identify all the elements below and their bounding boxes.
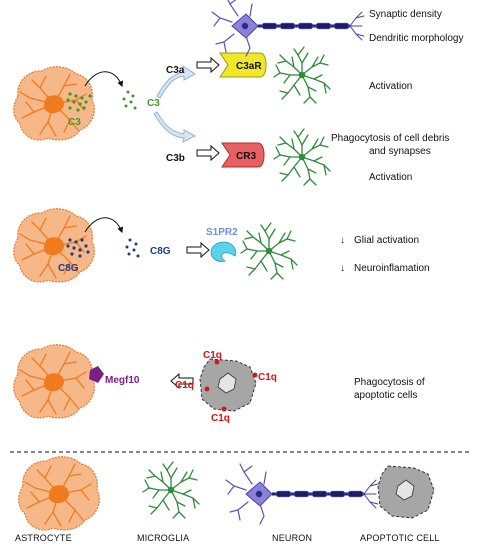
s1pr2-label: S1PR2	[206, 227, 238, 238]
astrocyte-megf10	[13, 344, 96, 419]
astro-c3-label: C3	[68, 117, 81, 128]
arrow-down-glial: ↓	[340, 235, 345, 246]
hollow-arrow-c3a	[196, 56, 220, 74]
megf10-label: Megf10	[105, 375, 140, 386]
effect-phagocytosis-l1: Phagocytosis of cell debris	[331, 133, 449, 144]
row1-c3-pathway: C3 C3 C3a C3b C3aR CR3 Synaptic density …	[13, 0, 464, 186]
microglia-top	[273, 46, 331, 104]
effect-activation-top: Activation	[369, 81, 412, 92]
row2-c8g-pathway: C8G C8G S1PR2 ↓ ↓ Glial activation Neuro…	[13, 208, 430, 283]
legend-microglia-icon	[142, 461, 200, 519]
legend-astrocyte-label: ASTROCYTE	[15, 533, 72, 543]
c1q-label-1: C1q	[203, 350, 222, 361]
effect-phago-apoptotic-l2: apoptotic cells	[354, 390, 417, 401]
legend-microglia-label: MICROGLIA	[137, 533, 189, 543]
c1q-label-3: C1q	[175, 380, 194, 391]
effect-neuroinflamation: Neuroinflamation	[354, 263, 430, 274]
apoptotic-cell-row3	[199, 358, 257, 412]
split-arrow-up	[156, 64, 196, 99]
c1q-dots	[204, 359, 258, 412]
effect-activation-bottom: Activation	[369, 172, 412, 183]
hollow-arrow-c1q	[170, 372, 194, 390]
s1pr2-receptor	[210, 241, 237, 262]
c3a-label: C3a	[166, 65, 185, 76]
legend-apoptotic-icon	[377, 465, 435, 519]
astrocyte-c3	[13, 66, 96, 141]
effect-glial-activation: Glial activation	[354, 235, 419, 246]
hollow-arrow-c8g	[186, 241, 210, 259]
megf10-receptor	[89, 366, 104, 383]
microglia-row2	[240, 222, 298, 280]
legend-neuron-label: NEURON	[272, 533, 312, 543]
c1q-label-4: C1q	[211, 413, 230, 424]
c3b-label: C3b	[166, 153, 185, 164]
row3-c1q-pathway: Megf10 C1q C1q C1q C1q Phagocytosis of a…	[13, 344, 425, 424]
microglia-bottom	[273, 128, 331, 186]
intracellular-c8g-dots	[66, 238, 90, 258]
hollow-arrow-c3b	[196, 144, 220, 162]
legend: ASTROCYTE MICROGLIA NEURON APOPTOTIC CEL…	[15, 456, 440, 543]
c3ar-receptor	[219, 52, 267, 78]
secreted-c8g-label: C8G	[150, 246, 171, 257]
legend-neuron-icon	[224, 462, 380, 526]
c1q-label-2: C1q	[258, 372, 277, 383]
cr3-label: CR3	[236, 151, 256, 162]
effect-phagocytosis-l2: and synapses	[369, 146, 431, 157]
arrow-down-neuro: ↓	[340, 263, 345, 274]
secreted-c3-dots	[122, 90, 137, 110]
astrocyte-c8g	[13, 208, 96, 283]
effect-phago-apoptotic-l1: Phagocytosis of	[354, 377, 425, 388]
secretion-arrow	[84, 71, 123, 88]
c3ar-label: C3aR	[236, 61, 262, 72]
intracellular-c3-dots	[66, 92, 92, 112]
secreted-c8g-dots	[125, 238, 140, 258]
cr3-receptor	[221, 142, 265, 168]
neuron-top	[210, 0, 366, 58]
legend-astrocyte-icon	[18, 456, 101, 531]
legend-apoptotic-label: APOPTOTIC CELL	[360, 533, 440, 543]
secreted-c3-label: C3	[147, 98, 160, 109]
split-arrow-down	[153, 111, 197, 143]
secretion-arrow-c8g	[84, 217, 123, 234]
astro-c8g-label: C8G	[58, 263, 79, 274]
effect-dendritic-morphology: Dendritic morphology	[369, 33, 464, 44]
effect-synaptic-density: Synaptic density	[369, 9, 442, 20]
